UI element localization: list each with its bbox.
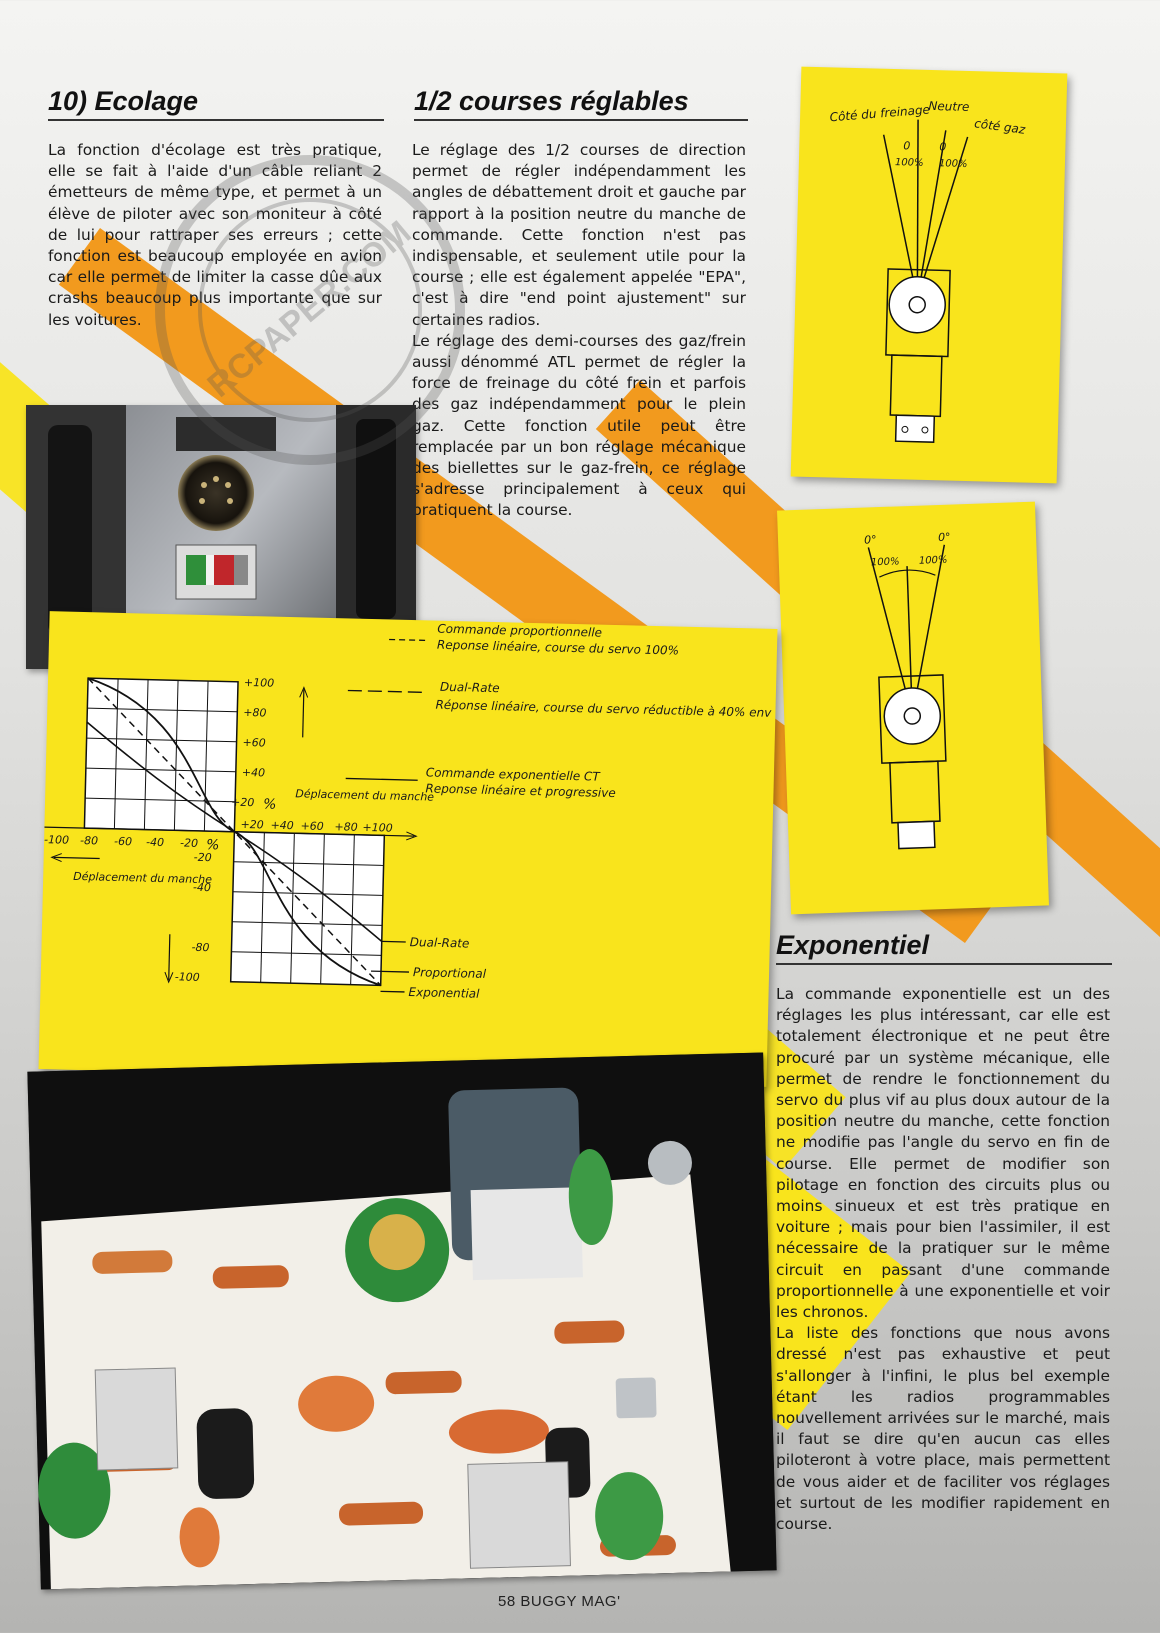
proportional-curve — [87, 677, 382, 986]
exponentiel-paragraph-2: La liste des fonctions que nous avons dr… — [776, 1324, 1110, 1534]
servo1-label-center: Neutre — [928, 99, 969, 114]
servo2-pct-right: 100% — [919, 555, 948, 567]
legend-dualrate-title: Dual-Rate — [440, 680, 500, 695]
pct-bottom: % — [206, 837, 220, 853]
servo1-pct-right: 100% — [939, 158, 968, 170]
xtick-pos-40: +40 — [270, 819, 294, 833]
page-footer: 58 BUGGY MAG' — [498, 1593, 621, 1610]
upper-left-grid — [83, 677, 239, 833]
xtick-pos-100: +100 — [362, 821, 393, 835]
xtick-neg-100: -100 — [44, 833, 69, 847]
courses-body: Le réglage des 1/2 courses de direction … — [412, 140, 746, 522]
legend-expo-desc: Reponse linéaire et progressive — [425, 781, 616, 800]
ytick-pos-80: +80 — [243, 706, 267, 720]
servo1-pct-left: 100% — [895, 157, 924, 169]
ytick-neg-80: -80 — [191, 941, 209, 954]
exponentiel-paragraph-1: La commande exponentielle est un des rég… — [776, 985, 1110, 1322]
servo1-label-right: côté gaz — [973, 116, 1026, 137]
xtick-pos-60: +60 — [300, 819, 324, 833]
curve-label-dualrate: Dual-Rate — [410, 935, 470, 950]
servo2-pct-left: 100% — [871, 556, 900, 568]
xtick-neg-40: -40 — [146, 836, 164, 849]
legend-expo-title: Commande exponentielle CT — [426, 765, 602, 783]
courses-heading: 1/2 courses réglables — [414, 86, 748, 121]
servo1-zero-right: 0 — [939, 140, 946, 153]
ytick-neg-20: -20 — [194, 851, 212, 864]
exponentiel-body: La commande exponentielle est un des rég… — [776, 984, 1110, 1535]
servo1-label-left: Côté du freinage — [829, 103, 930, 125]
ytick-pos-40: +40 — [242, 766, 266, 780]
ytick-pos-100: +100 — [244, 676, 275, 690]
response-curves-graph: Commande proportionnelle Reponse linéair… — [44, 622, 772, 1001]
legend-proportional-title: Commande proportionnelle — [437, 622, 602, 640]
xtick-neg-80: -80 — [80, 834, 98, 847]
courses-paragraph-1: Le réglage des 1/2 courses de direction … — [412, 141, 746, 329]
pct-top: % — [263, 796, 277, 812]
servo1-zero-left: 0 — [903, 139, 910, 152]
ytick-neg-40: -40 — [193, 881, 211, 894]
courses-paragraph-2: Le réglage des demi-courses des gaz/frei… — [412, 331, 746, 520]
exponential-graph-card: Commande proportionnelle Reponse linéair… — [38, 611, 778, 1087]
circuit-board-photo — [27, 1052, 777, 1590]
ytick-pos-60: +60 — [242, 736, 266, 750]
exponentiel-heading: Exponentiel — [776, 930, 1112, 965]
axis-label-left: Déplacement du manche — [73, 870, 212, 886]
curve-label-proportional: Proportional — [413, 965, 487, 981]
ytick-pos-20: +20 — [231, 796, 255, 810]
xtick-pos-20: +20 — [240, 818, 264, 832]
servo2-zero-right: 0° — [938, 531, 951, 544]
servo-diagram-card-1: Côté du freinage Neutre côté gaz 0 0 100… — [790, 66, 1068, 484]
legend-dualrate-desc: Réponse linéaire, course du servo réduct… — [435, 698, 772, 720]
legend-proportional-desc: Reponse linéaire, course du servo 100% — [437, 638, 679, 658]
xtick-neg-20: -20 — [180, 836, 198, 849]
curve-label-exponential: Exponential — [408, 985, 480, 1001]
axis-label-right: Déplacement du manche — [295, 787, 434, 803]
servo2-zero-left: 0° — [864, 533, 877, 546]
ytick-neg-100: -100 — [175, 970, 200, 984]
ecolage-heading: 10) Ecolage — [48, 86, 384, 121]
xtick-neg-60: -60 — [114, 835, 132, 848]
xtick-pos-80: +80 — [334, 820, 358, 834]
ecolage-body: La fonction d'écolage est très pratique,… — [48, 141, 382, 329]
servo-diagram-card-2: 0° 0° 100% 100% — [777, 501, 1049, 915]
